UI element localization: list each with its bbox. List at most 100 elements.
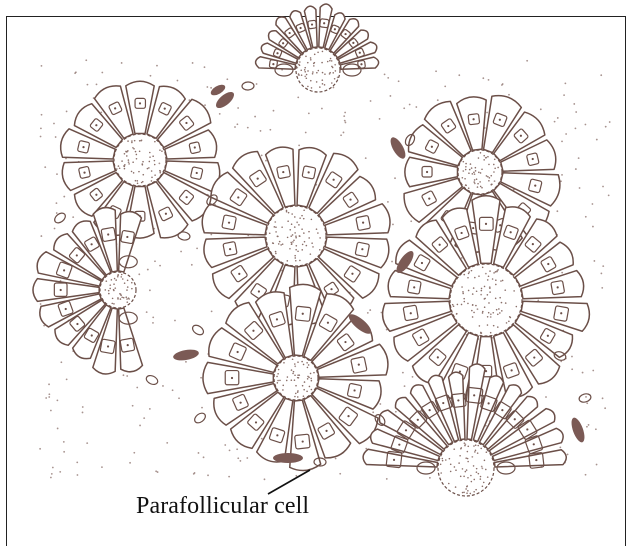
colloid-dot [306, 362, 308, 364]
stipple-dot [82, 412, 84, 414]
stipple-dot [403, 107, 405, 109]
colloid-dot [113, 290, 115, 292]
nucleolus [228, 222, 230, 224]
nucleolus [428, 198, 430, 200]
nucleolus [334, 28, 336, 30]
stipple-dot [305, 132, 307, 134]
interstitial-cell [145, 374, 159, 386]
colloid-dot [489, 177, 491, 179]
colloid-dot [307, 86, 309, 88]
colloid-dot [466, 469, 468, 471]
stipple-dot [149, 289, 151, 291]
colloid-dot [473, 479, 475, 481]
colloid-dot [465, 471, 467, 473]
nucleolus [393, 459, 395, 461]
colloid-dot [120, 293, 122, 295]
stipple-dot [585, 216, 587, 218]
colloid-dot [477, 445, 479, 447]
colloid-dot [500, 280, 502, 282]
stipple-dot [265, 160, 267, 162]
nucleolus [510, 231, 512, 233]
stipple-dot [482, 77, 484, 79]
colloid-dot [482, 312, 484, 314]
stipple-dot [488, 79, 490, 81]
colloid-dot [312, 73, 314, 75]
nucleolus [238, 273, 240, 275]
colloid-dot [310, 59, 312, 61]
colloid-dot [473, 181, 475, 183]
colloid-dot [309, 386, 311, 388]
colloid-dot [487, 476, 489, 478]
colloid-dot [142, 174, 144, 176]
colloid-dot [109, 288, 111, 290]
stipple-dot [605, 126, 607, 128]
colloid-dot [136, 154, 138, 156]
colloid-dot [516, 306, 518, 308]
stipple-dot [471, 456, 473, 458]
follicle [33, 208, 143, 374]
colloid-dot [290, 242, 292, 244]
colloid-dot [331, 60, 333, 62]
colloid-dot [134, 140, 136, 142]
stipple-dot [391, 261, 393, 263]
nucleolus [65, 308, 67, 310]
colloid-dot [294, 232, 296, 234]
colloid-dot [295, 393, 297, 395]
stipple-dot [490, 316, 492, 318]
colloid-dot [498, 308, 500, 310]
colloid-dot [295, 245, 297, 247]
nucleolus [282, 42, 284, 44]
colloid-dot [161, 150, 163, 152]
nucleolus [237, 351, 239, 353]
colloid-dot [488, 312, 490, 314]
colloid-dot [505, 302, 507, 304]
colloid-dot [300, 69, 302, 71]
colloid-dot [293, 371, 295, 373]
stipple-dot [226, 78, 228, 80]
stipple-dot [592, 203, 594, 205]
stipple-dot [304, 75, 306, 77]
colloid-dot [294, 257, 296, 259]
follicle-lumen [438, 440, 494, 496]
colloid-dot [474, 451, 476, 453]
colloid-dot [121, 160, 123, 162]
colloid-dot [450, 463, 452, 465]
stipple-dot [508, 94, 510, 96]
colloid-dot [456, 313, 458, 315]
colloid-dot [114, 278, 116, 280]
follicle [203, 284, 388, 470]
colloid-dot [463, 161, 465, 163]
colloid-dot [482, 485, 484, 487]
stipple-dot [593, 260, 595, 262]
colloid-dot [502, 280, 504, 282]
colloid-dot [316, 228, 318, 230]
colloid-dot [126, 301, 128, 303]
stipple-dot [588, 424, 590, 426]
nucleolus [557, 286, 559, 288]
colloid-dot [467, 477, 469, 479]
stipple-dot [41, 65, 43, 67]
stipple-dot [596, 139, 598, 141]
stipple-dot [72, 216, 74, 218]
colloid-dot [470, 475, 472, 477]
stipple-dot [585, 124, 587, 126]
colloid-dot [465, 166, 467, 168]
colloid-dot [136, 158, 138, 160]
stipple-dot [152, 322, 154, 324]
nucleolus [398, 444, 400, 446]
colloid-dot [483, 155, 485, 157]
colloid-dot [490, 175, 492, 177]
colloid-dot [131, 140, 133, 142]
stipple-dot [575, 168, 577, 170]
colloid-dot [298, 73, 300, 75]
stipple-dot [481, 466, 483, 468]
follicle [61, 81, 220, 238]
colloid-dot [467, 461, 469, 463]
stipple-dot [126, 375, 128, 377]
nucleolus [514, 418, 516, 420]
colloid-dot [473, 287, 475, 289]
colloid-dot [154, 174, 156, 176]
nucleolus [349, 198, 351, 200]
nucleolus [91, 243, 93, 245]
colloid-dot [476, 468, 478, 470]
